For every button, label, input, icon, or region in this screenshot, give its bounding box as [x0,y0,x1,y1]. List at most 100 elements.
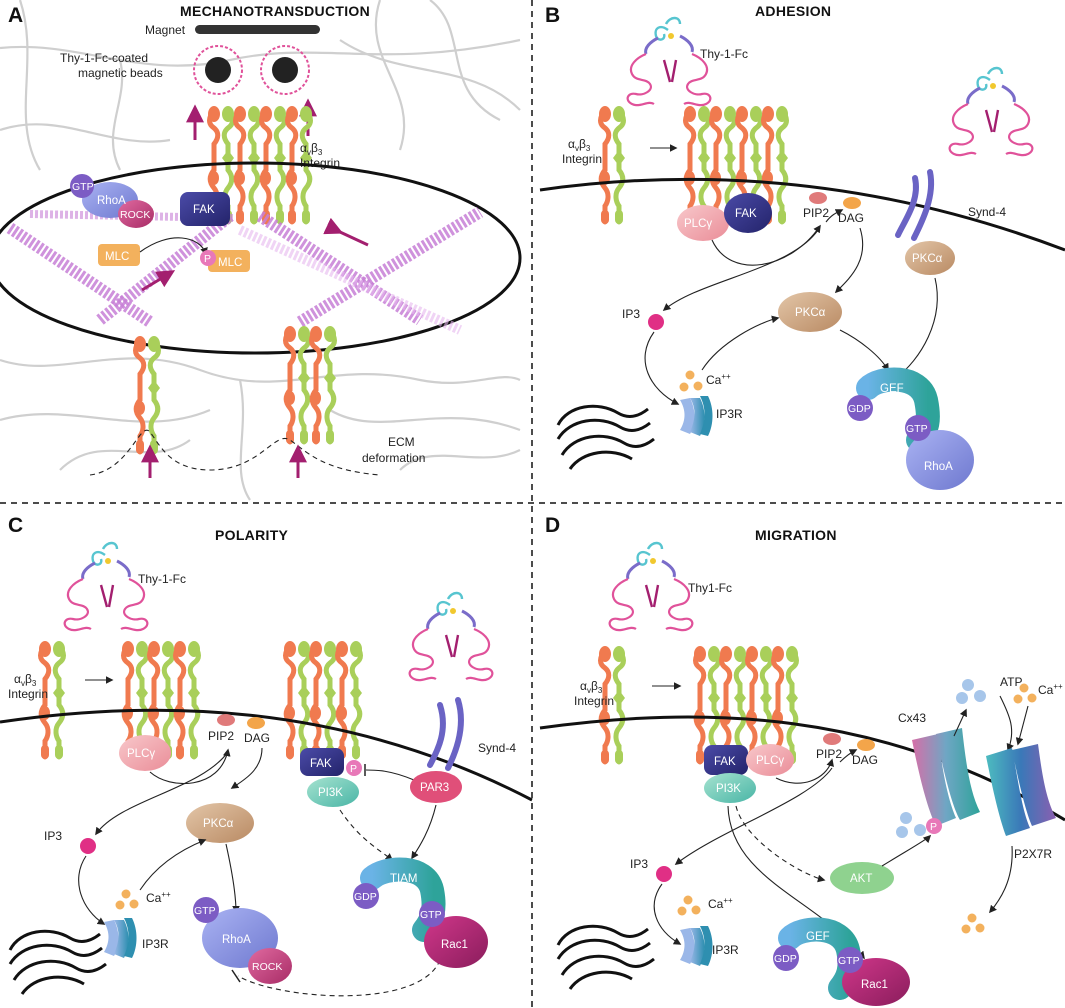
par3-c [410,771,462,803]
panel-b-letter: B [545,4,560,27]
fak-label-a: FAK [193,204,215,216]
thy1-label-d: Thy1-Fc [688,581,732,595]
pkca-label-c: PKCα [203,818,234,830]
pip2-to-dag-arrow [825,209,844,223]
ip3-label-c: IP3 [44,829,62,843]
gtp-label-b: GTP [906,423,928,435]
ca-to-pkca-arrow [701,315,780,371]
gtp-rac-label-c: GTP [420,909,442,921]
ip3r-label-c: IP3R [142,937,169,951]
panel-c: C POLARITY Thy-1-Fc αvβ3 Integrin Synd-4… [0,514,533,997]
ecm-fibers [0,0,521,501]
plcg-b [677,205,729,241]
phospho-fak-c [346,760,362,776]
pi3k-label-c: PI3K [318,787,343,799]
plcg-label-d: PLCγ [756,755,784,767]
pkca-b [778,292,842,332]
ip3-to-ip3r-arrow-d [653,883,682,945]
integrin-word-d: Integrin [574,694,614,708]
thy1-fc-b [626,16,712,107]
fak-label-d: FAK [714,756,736,768]
gtp-rhoa-label-c: GTP [194,905,216,917]
panel-d-title: MIGRATION [755,527,837,543]
integrin-label-b: αvβ3 [568,137,591,153]
ca-ions-d [677,895,701,916]
akt-d [830,862,894,894]
integrin-a6 [284,326,310,444]
beads-label-line1: Thy-1-Fc-coated [60,51,148,65]
cell-membrane-a [0,161,522,355]
integrin-word-b: Integrin [562,152,602,166]
plcg-c [119,735,171,771]
beads-label-line2: magnetic beads [78,66,163,80]
pkca-membrane-to-gef-arrow [894,277,938,379]
fak-d [704,745,748,775]
panel-c-title: POLARITY [215,527,289,543]
ip3-c [80,838,96,854]
pip2-to-ip3-arrow-d [674,767,833,865]
mlc-label: MLC [105,251,129,263]
mlc-box [98,244,140,266]
integrin-a2 [234,106,260,224]
rhoa-b [906,430,974,490]
synd4-label-b: Synd-4 [968,205,1006,219]
integrin-a5 [134,336,160,454]
integrin-a3 [260,106,286,224]
dag-label-d: DAG [852,753,878,767]
magnet-label: Magnet [145,23,186,37]
gdp-label-d: GDP [774,953,797,965]
integrin-c6 [310,641,336,759]
thy1-label-b: Thy-1-Fc [700,47,748,61]
ca-ions-d-bottom [961,913,985,934]
synd4-label-c: Synd-4 [478,741,516,755]
ip3-b [648,314,664,330]
rhoa-label-c: RhoA [222,934,251,946]
cx43-channel [912,728,980,826]
phospho-mlc [200,250,216,266]
integrin-label-c: αvβ3 [14,672,37,688]
magnetic-bead-right [260,45,310,95]
rac1-label-c: Rac1 [441,939,468,951]
magnet-bar [195,25,320,34]
phospho-cx43 [926,818,942,834]
integrin-b1 [599,106,625,224]
par3-inhibits-fak-line [365,769,415,781]
thy1-fc-c2 [408,591,494,682]
panel-b: B ADHESION Thy-1-Fc αvβ3 Integrin Synd-4… [539,3,1065,490]
pmlc-box [208,250,250,272]
ca-label-d: Ca++ [708,896,733,911]
thy1-label-c: Thy-1-Fc [138,572,186,586]
ip3-d [656,866,672,882]
rhoa-label-b: RhoA [924,461,953,473]
pip2-to-ip3-arrow-c [95,751,229,836]
synd4-b [895,169,935,241]
integrin-label-a: αvβ3 [300,141,323,157]
atp-molecules [896,679,986,838]
par3-label-c: PAR3 [420,782,449,794]
magnetic-bead-left [193,45,243,95]
pkca-to-rhoa-arrow-c [225,843,240,914]
gtp-rac-c [419,901,445,927]
gtp-rhoa-complex-a [70,174,154,228]
gef-label-d: GEF [806,931,830,943]
phospho-label-c: P [350,763,357,775]
cx43-release-atp-arrow [953,708,967,737]
rac1-d [842,958,910,1006]
ca-label-c: Ca++ [146,890,171,905]
gef-label-b: GEF [880,383,904,395]
panel-a: A MECHANOTRANSDUCTION Magnet Thy-1-Fc-co… [0,0,522,501]
ca-top-label-d: Ca++ [1038,682,1063,697]
p2x7r-to-ca-arrow [989,845,1013,914]
plcg-to-pip2-arrow-d [775,758,834,784]
panel-d-letter: D [545,514,560,537]
ca-to-pkca-arrow-c [139,838,207,891]
pi3k-label-d: PI3K [716,783,741,795]
er-d [556,924,656,991]
pi3k-to-tiam-arrow [339,809,394,861]
ecm-label-line2: deformation [362,451,425,465]
pmlc-label: MLC [218,257,242,269]
rock-c [248,948,292,984]
panel-c-letter: C [8,514,23,537]
gdp-label-b: GDP [848,403,871,415]
